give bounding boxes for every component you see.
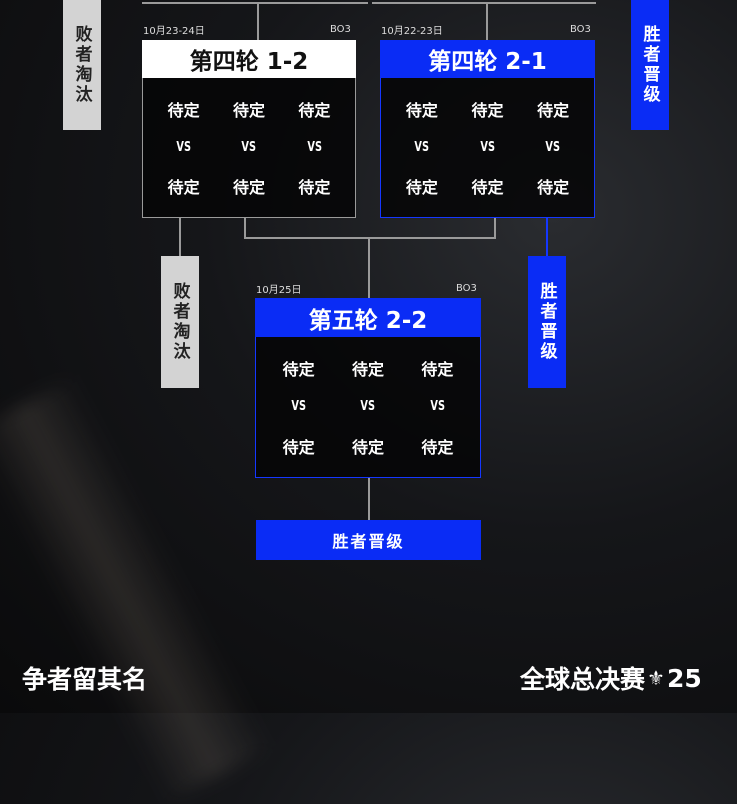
loser-eliminated-label: 败者淘汰: [161, 256, 199, 388]
connector: [244, 237, 496, 239]
vs-label: VS: [307, 139, 322, 155]
match-format: BO3: [570, 24, 591, 35]
brand-text: 全球总决赛: [520, 665, 646, 694]
match-title: 第五轮 2-2: [255, 298, 481, 337]
team-slot: 待定: [405, 101, 438, 121]
connector: [546, 218, 548, 256]
vs-label: VS: [430, 399, 445, 415]
team-slot: 待定: [232, 101, 265, 121]
vs-label: VS: [360, 399, 376, 415]
team-slot: 待定: [298, 101, 331, 121]
vs-label: VS: [176, 139, 191, 155]
background-streak: [0, 376, 272, 804]
connector: [368, 478, 370, 520]
winner-advance-label: 胜者晋级: [528, 256, 566, 388]
team-slot: 待定: [232, 177, 265, 197]
connector: [372, 2, 596, 4]
team-slot: 待定: [167, 101, 200, 121]
connector: [486, 4, 488, 40]
team-slot: 待定: [421, 437, 454, 457]
match-format: BO3: [330, 24, 351, 35]
team-slot: 待定: [282, 360, 315, 380]
loser-eliminated-label: 败者淘汰: [63, 0, 101, 130]
vs-label: VS: [241, 139, 257, 155]
vs-label: VS: [414, 139, 430, 155]
connector: [494, 218, 496, 238]
team-slot: 待定: [351, 360, 384, 380]
match-date: 10月25日: [256, 285, 302, 296]
team-slot: 待定: [471, 101, 504, 121]
team-slot: 待定: [351, 437, 384, 457]
vs-label: VS: [291, 399, 306, 415]
match-date: 10月23-24日: [143, 26, 205, 37]
winner-advance-label: 胜者晋级: [631, 0, 669, 130]
brand-year: 25: [666, 663, 702, 693]
connector: [244, 218, 246, 238]
footer-slogan: 争者留其名: [22, 665, 148, 694]
connector: [142, 2, 368, 4]
match-title: 第四轮 2-1: [380, 40, 595, 78]
worlds-trophy-logo-icon: ⚜: [647, 666, 665, 690]
connector: [257, 4, 259, 40]
match-date: 10月22-23日: [381, 26, 443, 37]
team-slot: 待定: [298, 177, 331, 197]
match-format: BO3: [456, 283, 477, 294]
team-slot: 待定: [167, 177, 200, 197]
team-slot: 待定: [421, 360, 454, 380]
vs-label: VS: [545, 139, 561, 155]
team-slot: 待定: [537, 101, 570, 121]
match-title: 第四轮 1-2: [142, 40, 356, 78]
footer-brand: 全球总决赛 ⚜ 25: [520, 660, 702, 696]
team-slot: 待定: [282, 437, 315, 457]
team-slot: 待定: [471, 177, 504, 197]
team-slot: 待定: [537, 177, 570, 197]
team-slot: 待定: [405, 177, 438, 197]
vs-label: VS: [480, 139, 495, 155]
final-winner-advance-label: 胜者晋级: [256, 520, 481, 560]
connector: [368, 238, 370, 298]
connector: [179, 218, 181, 256]
